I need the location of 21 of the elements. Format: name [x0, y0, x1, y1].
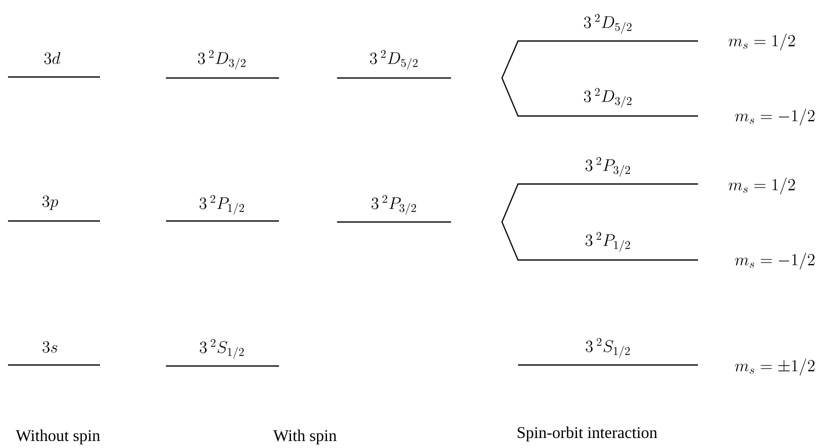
spin-label: $m_s = 1/2$: [728, 178, 795, 194]
level-label: $3d$: [44, 52, 60, 64]
level-label: $3s$: [42, 341, 58, 353]
level-label: $3\,{}^{2}P_{3/2}$: [372, 194, 416, 215]
level-label: $3\,{}^{2}P_{1/2}$: [586, 232, 630, 252]
level-label: $3\,{}^{2}D_{3/2}$: [584, 88, 632, 108]
spin-label: $m_s = -1/2$: [735, 252, 814, 270]
level-label: $3\,{}^{2}P_{1/2}$: [200, 194, 244, 215]
spin-label: $m_s = 1/2$: [728, 34, 795, 50]
level-label: $3\,{}^{2}D_{5/2}$: [370, 50, 418, 70]
level-label: $3\,{}^{2}S_{1/2}$: [586, 338, 630, 358]
level-label: $3\,{}^{2}D_{5/2}$: [584, 14, 632, 34]
column-caption: Without spin: [16, 430, 100, 444]
level-label: $3\,{}^{2}P_{3/2}$: [586, 156, 630, 177]
level-label: $3\,{}^{2}S_{1/2}$: [200, 338, 244, 359]
spin-label: $m_s = \pm 1/2$: [735, 358, 814, 376]
column-caption: Spin-orbit interaction: [518, 426, 658, 442]
spin-label: $m_s = -1/2$: [735, 108, 814, 126]
level-label: $3p$: [42, 196, 58, 210]
column-caption: With spin: [273, 430, 337, 444]
level-label: $3\,{}^{2}D_{3/2}$: [198, 50, 246, 70]
